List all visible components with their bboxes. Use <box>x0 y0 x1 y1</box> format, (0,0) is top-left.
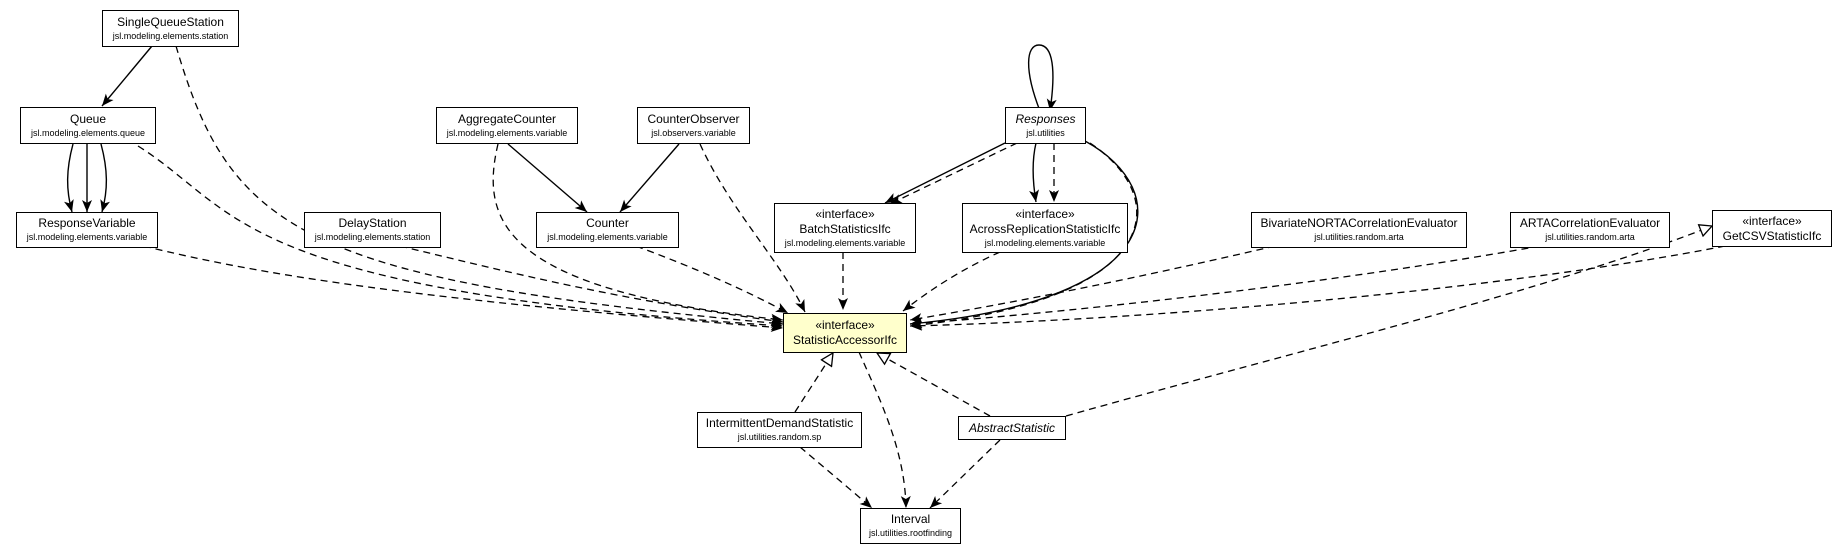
class-name: IntermittentDemandStatistic <box>705 416 854 431</box>
edge-responses-batchstatisticsifc-dashed <box>889 142 1018 205</box>
node-singlequeuestation[interactable]: SingleQueueStation jsl.modeling.elements… <box>102 10 239 47</box>
package-name: jsl.utilities <box>1026 127 1065 138</box>
package-name: jsl.utilities.random.arta <box>1545 232 1635 243</box>
edge-queue-responsevariable-3 <box>100 143 110 213</box>
node-counterobserver[interactable]: CounterObserver jsl.observers.variable <box>637 107 750 144</box>
edge-abstractstatistic-realizes-getcsvstatisticifc <box>1065 226 1712 417</box>
interface-name: GetCSVStatisticIfc <box>1722 228 1822 243</box>
class-name: ARTACorrelationEvaluator <box>1519 216 1661 231</box>
interface-name: StatisticAccessorIfc <box>792 333 898 347</box>
node-batchstatisticsifc[interactable]: «interface» BatchStatisticsIfc jsl.model… <box>774 203 916 253</box>
edge-getcsvstatisticifc-statisticaccessorifc <box>909 245 1726 331</box>
node-statisticaccessorifc[interactable]: «interface» StatisticAccessorIfc <box>783 313 907 353</box>
class-name: ResponseVariable <box>38 216 136 231</box>
edge-counterobserver-statisticaccessorifc <box>699 143 806 313</box>
edge-responses-batchstatisticsifc <box>884 142 1006 204</box>
stereotype-label: «interface» <box>815 206 875 221</box>
stereotype-label: «interface» <box>1742 213 1802 228</box>
package-name: jsl.modeling.elements.station <box>314 232 431 243</box>
edge-counter-statisticaccessorifc <box>635 245 789 314</box>
node-responsevariable[interactable]: ResponseVariable jsl.modeling.elements.v… <box>16 212 158 248</box>
interface-name: BatchStatisticsIfc <box>799 221 891 236</box>
edge-statisticaccessorifc-interval <box>858 351 911 509</box>
edge-abstractstatistic-interval <box>929 439 1001 509</box>
package-name: jsl.utilities.random.sp <box>737 432 822 443</box>
node-artacorrelationevaluator[interactable]: ARTACorrelationEvaluator jsl.utilities.r… <box>1510 212 1670 248</box>
edge-abstractstatistic-realizes-statisticaccessorifc <box>877 353 991 417</box>
node-bivariatenortacorrelationevaluator[interactable]: BivariateNORTACorrelationEvaluator jsl.u… <box>1251 212 1467 248</box>
class-name: AggregateCounter <box>457 111 557 126</box>
stereotype-label: «interface» <box>1015 206 1075 221</box>
class-name: AbstractStatistic <box>968 420 1056 435</box>
edge-delaystation-statisticaccessorifc <box>399 245 784 326</box>
interface-name: AcrossReplicationStatisticIfc <box>969 221 1121 236</box>
edge-responses-statisticaccessorifc-solid <box>909 140 1139 328</box>
package-name: jsl.utilities.random.arta <box>1314 232 1404 243</box>
edge-responses-self <box>1027 44 1057 112</box>
node-interval[interactable]: Interval jsl.utilities.rootfinding <box>860 508 961 544</box>
edge-queue-responsevariable-1 <box>64 143 74 213</box>
package-name: jsl.utilities.rootfinding <box>868 528 953 539</box>
class-name: SingleQueueStation <box>117 14 224 29</box>
package-name: jsl.modeling.elements.variable <box>547 232 668 243</box>
edge-artacorrelation-statisticaccessorifc <box>909 245 1541 329</box>
package-name: jsl.modeling.elements.queue <box>30 127 146 138</box>
edge-singlequeuestation-statisticaccessorifc <box>175 45 784 328</box>
node-delaystation[interactable]: DelayStation jsl.modeling.elements.stati… <box>304 212 441 248</box>
node-getcsvstatisticifc[interactable]: «interface» GetCSVStatisticIfc <box>1712 210 1832 247</box>
edge-acrossreplication-statisticaccessorifc <box>902 251 1001 312</box>
node-acrossreplicationstatisticifc[interactable]: «interface» AcrossReplicationStatisticIf… <box>962 203 1128 253</box>
node-abstractstatistic[interactable]: AbstractStatistic <box>958 416 1066 440</box>
package-name: jsl.modeling.elements.variable <box>984 237 1106 248</box>
class-name: Queue <box>69 111 107 126</box>
node-intermittentdemandstatistic[interactable]: IntermittentDemandStatistic jsl.utilitie… <box>697 412 862 448</box>
edge-bivariatenorta-statisticaccessorifc <box>909 245 1276 323</box>
class-name: Responses <box>1015 111 1076 126</box>
package-name: jsl.modeling.elements.variable <box>784 237 906 248</box>
edge-counterobserver-counter <box>619 143 680 213</box>
package-name: jsl.modeling.elements.variable <box>26 232 148 243</box>
class-name: Counter <box>586 216 629 231</box>
edge-aggregatecounter-statisticaccessorifc <box>492 143 784 324</box>
edge-intermittentdemand-realizes-statisticaccessorifc <box>794 353 833 413</box>
class-name: CounterObserver <box>647 111 740 126</box>
class-name: Interval <box>890 512 931 527</box>
class-name: DelayStation <box>338 216 407 231</box>
edge-aggregatecounter-counter <box>507 143 588 213</box>
node-responses[interactable]: Responses jsl.utilities <box>1005 107 1086 144</box>
class-name: BivariateNORTACorrelationEvaluator <box>1260 216 1458 231</box>
node-aggregatecounter[interactable]: AggregateCounter jsl.modeling.elements.v… <box>436 107 578 144</box>
node-counter[interactable]: Counter jsl.modeling.elements.variable <box>536 212 679 248</box>
package-name: jsl.modeling.elements.station <box>112 30 229 41</box>
edge-responses-acrossreplication <box>1029 142 1039 203</box>
edge-responsevariable-statisticaccessorifc <box>143 245 784 333</box>
node-queue[interactable]: Queue jsl.modeling.elements.queue <box>20 107 156 144</box>
edge-singlequeuestation-queue <box>101 45 153 107</box>
edge-intermittentdemand-interval <box>799 446 873 509</box>
package-name: jsl.observers.variable <box>651 127 736 138</box>
package-name: jsl.modeling.elements.variable <box>446 127 568 138</box>
stereotype-label: «interface» <box>815 318 875 332</box>
edge-queue-statisticaccessorifc <box>137 145 784 331</box>
